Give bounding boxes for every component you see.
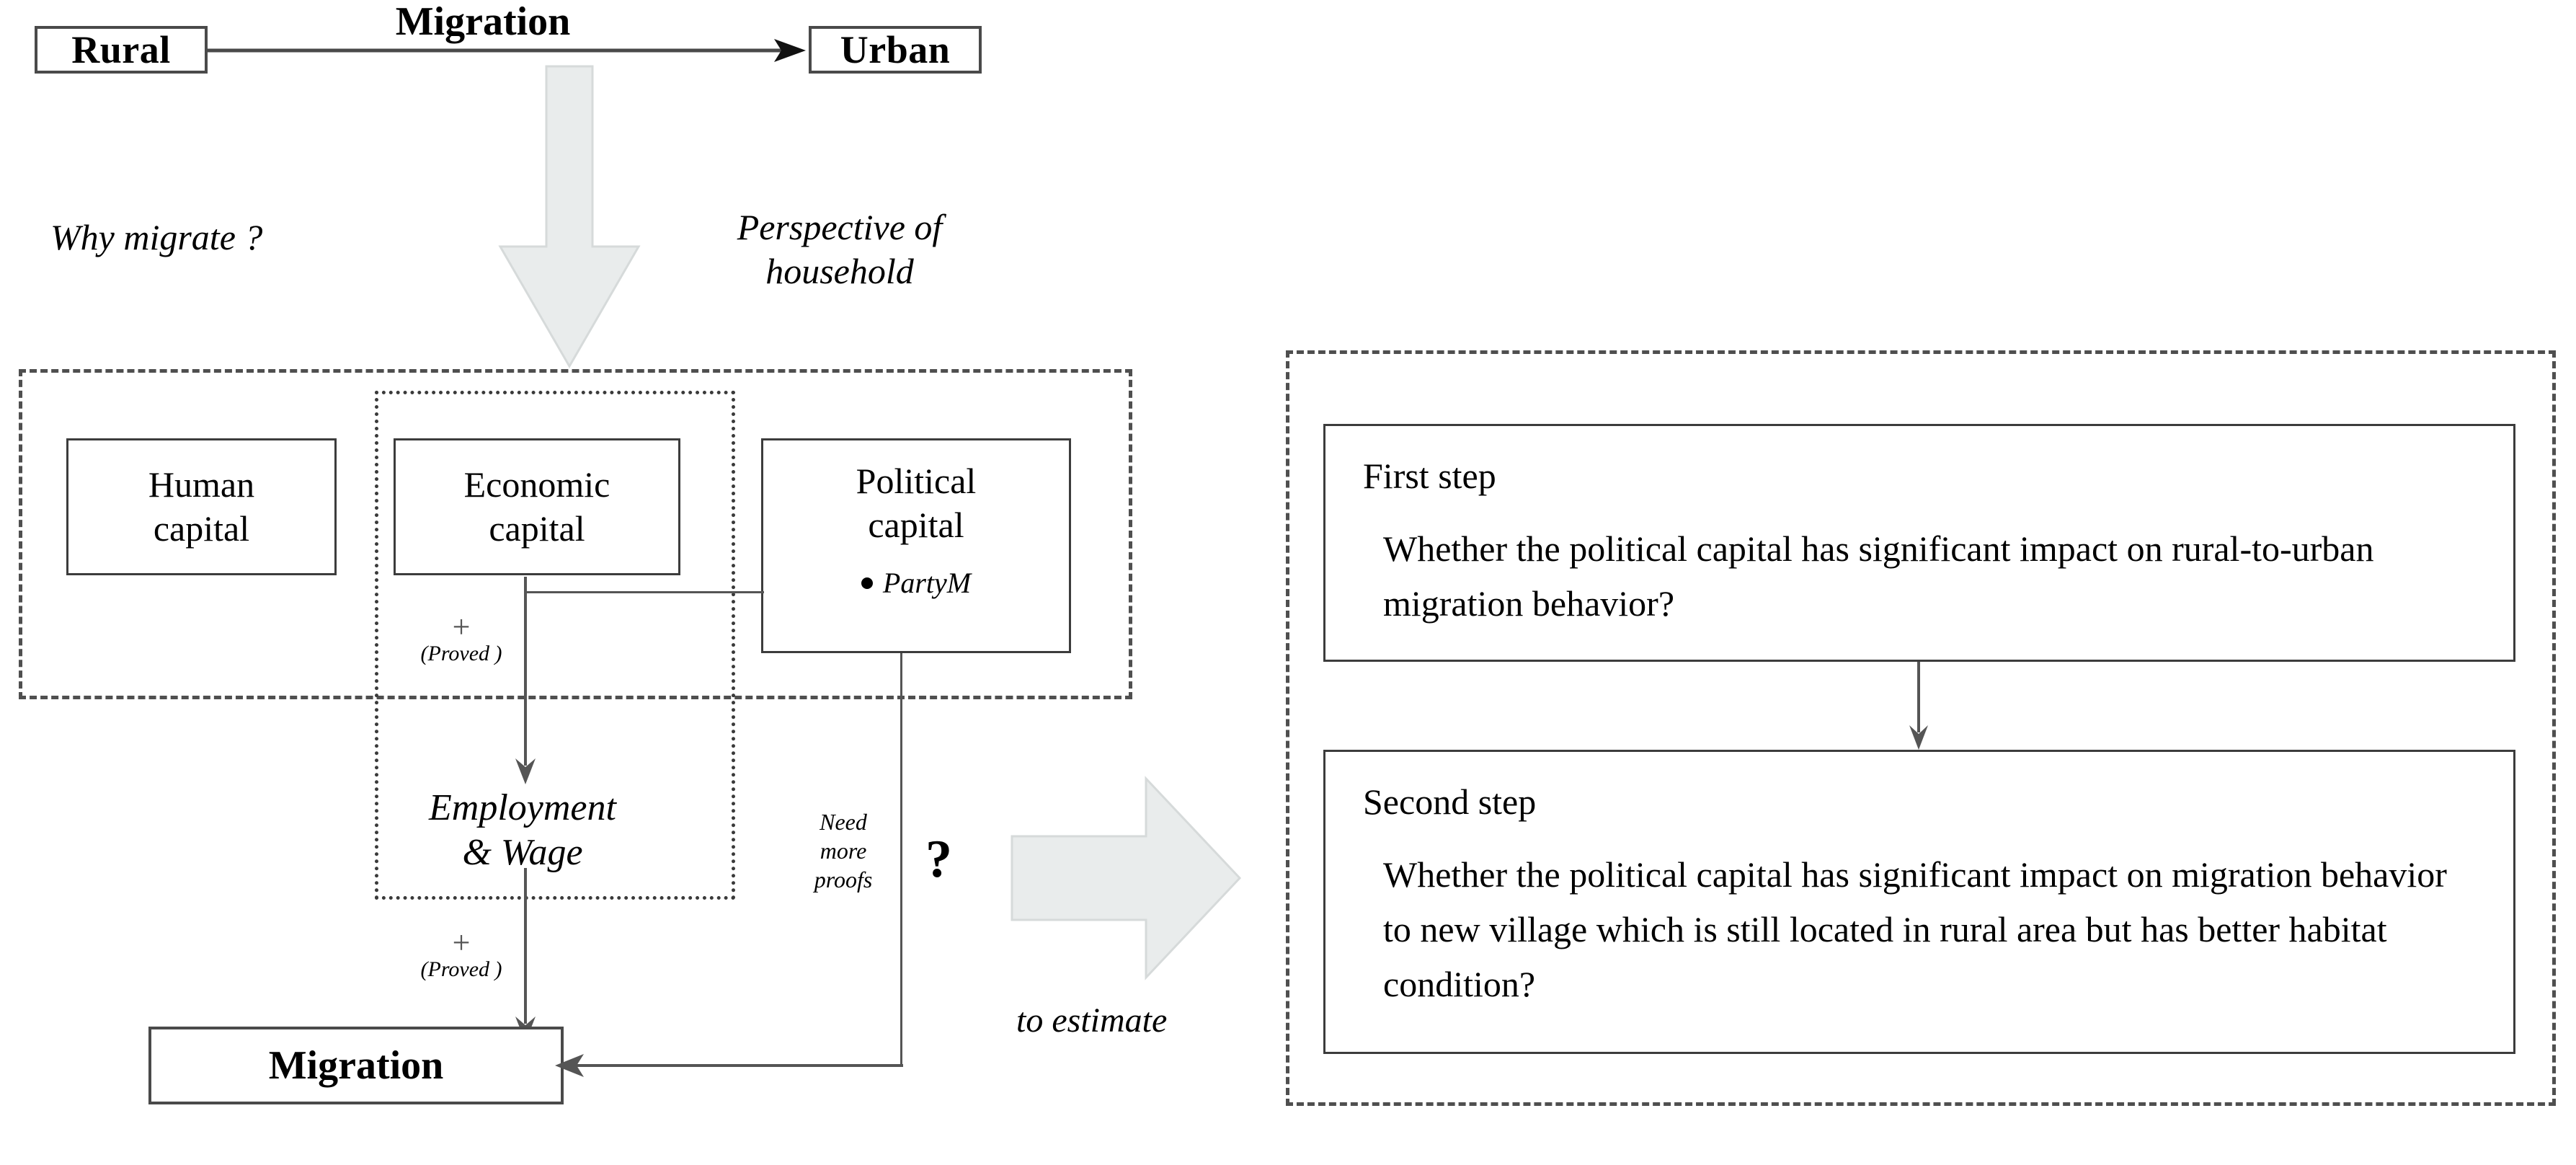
bullet-icon <box>861 577 873 589</box>
perspective-line-1: Perspective of <box>737 207 943 247</box>
need-more-line-3: proofs <box>814 867 873 892</box>
proved-annotation-lower: + (Proved ) <box>401 925 522 982</box>
first-step-box: First step Whether the political capital… <box>1323 424 2515 662</box>
economic-capital-line-2: capital <box>489 508 585 549</box>
need-more-line-1: Need <box>820 809 867 835</box>
second-step-title: Second step <box>1363 781 1537 822</box>
second-step-body: Whether the political capital has signif… <box>1383 854 2447 1004</box>
political-capital-indicator: PartyM <box>882 567 972 599</box>
political-to-mediator-connector-horizontal <box>525 591 764 593</box>
mediator-line-2: & Wage <box>462 832 583 874</box>
migration-arrow-label: Migration <box>395 0 571 44</box>
perspective-note: Perspective of household <box>670 205 1009 293</box>
human-capital-box: Human capital <box>66 438 337 575</box>
mediator-line-1: Employment <box>429 787 616 828</box>
political-to-migration-arrow <box>555 1054 903 1077</box>
rural-to-urban-arrow <box>208 39 806 62</box>
downward-block-arrow-icon <box>498 65 641 368</box>
second-step-box: Second step Whether the political capita… <box>1323 750 2515 1054</box>
political-capital-line-1: Political <box>856 461 977 501</box>
need-more-proofs-note: Need more proofs <box>793 807 894 894</box>
research-questions-dashed-container <box>1286 350 2556 1106</box>
first-step-title: First step <box>1363 456 1496 496</box>
proved-label-lower: (Proved ) <box>420 957 502 981</box>
why-migrate-note: Why migrate ? <box>50 217 263 257</box>
proved-label-upper: (Proved ) <box>420 641 502 665</box>
migration-outcome-box: Migration <box>148 1027 564 1104</box>
human-capital-line-1: Human <box>148 464 255 505</box>
economic-capital-box: Economic capital <box>394 438 680 575</box>
economic-capital-line-1: Economic <box>463 464 610 505</box>
economic-to-mediator-arrow <box>515 577 536 784</box>
rural-box: Rural <box>35 26 208 74</box>
first-step-body: Whether the political capital has signif… <box>1383 528 2374 624</box>
question-mark-note: ? <box>925 830 952 889</box>
rural-label: Rural <box>71 28 171 71</box>
employment-wage-mediator: Employment & Wage <box>404 786 641 876</box>
need-more-line-2: more <box>820 838 867 864</box>
plus-sign-upper: + <box>452 609 471 644</box>
political-capital-box: Political capital PartyM <box>761 438 1071 653</box>
political-to-migration-connector-vertical <box>900 653 902 1066</box>
migration-outcome-label: Migration <box>268 1043 444 1088</box>
urban-box: Urban <box>809 26 982 74</box>
plus-sign-lower: + <box>452 925 471 960</box>
human-capital-line-2: capital <box>153 508 250 549</box>
rightward-block-arrow-icon <box>1011 776 1242 980</box>
to-estimate-note: to estimate <box>1016 1001 1168 1040</box>
proved-annotation-upper: + (Proved ) <box>404 609 519 666</box>
political-capital-line-2: capital <box>868 505 964 545</box>
household-capital-dashed-container <box>19 369 1132 699</box>
urban-label: Urban <box>840 28 951 71</box>
perspective-line-2: household <box>765 251 914 291</box>
economic-mediator-dotted-container <box>375 391 735 900</box>
first-to-second-step-arrow <box>1909 662 1928 750</box>
